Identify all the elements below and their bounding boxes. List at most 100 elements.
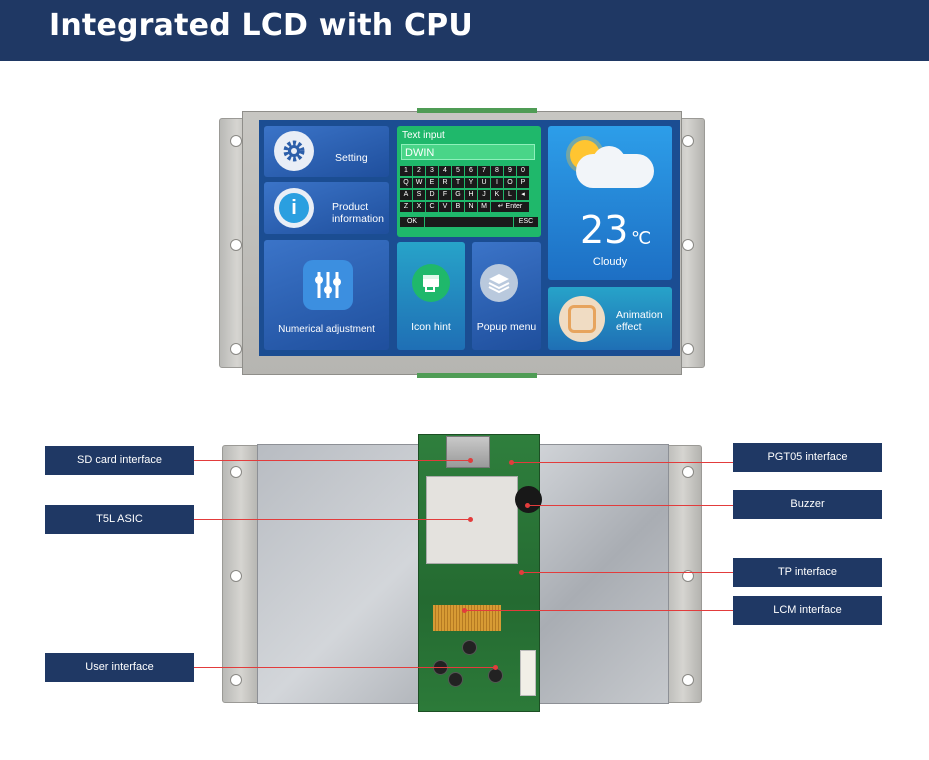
numerical-adjustment-tile[interactable]: Numerical adjustment <box>264 240 389 350</box>
key[interactable]: N <box>465 202 477 212</box>
key[interactable]: J <box>478 190 490 200</box>
callout-buzzer: Buzzer <box>733 490 882 519</box>
animation-label-line2: effect <box>616 321 642 333</box>
key-row-3: A S D F G H J K L ◂ <box>400 190 529 200</box>
esc-key[interactable]: ESC <box>514 217 538 227</box>
mount-hole <box>682 570 694 582</box>
key[interactable]: G <box>452 190 464 200</box>
key[interactable]: C <box>426 202 438 212</box>
mount-hole <box>230 135 242 147</box>
mount-hole <box>230 239 242 251</box>
mount-hole <box>682 674 694 686</box>
key[interactable]: 3 <box>426 166 438 176</box>
leader-line-sd <box>194 460 471 461</box>
numerical-label: Numerical adjustment <box>278 324 375 335</box>
key[interactable]: A <box>400 190 412 200</box>
key[interactable]: P <box>517 178 529 188</box>
product-info-tile[interactable]: i Product information <box>264 182 389 234</box>
page-title: Integrated LCD with CPU <box>49 8 473 43</box>
leader-line-pgt05 <box>512 462 733 463</box>
touch-icon <box>559 296 605 342</box>
leader-line-buzzer <box>528 505 733 506</box>
buzzer-component <box>515 486 542 513</box>
key[interactable]: Q <box>400 178 412 188</box>
product-label-line1: Product <box>332 201 369 213</box>
key[interactable]: X <box>413 202 425 212</box>
callout-tp-interface: TP interface <box>733 558 882 587</box>
key[interactable]: B <box>452 202 464 212</box>
gear-icon <box>274 131 314 171</box>
setting-tile[interactable]: Setting <box>264 126 389 177</box>
weather-condition: Cloudy <box>592 256 628 268</box>
animation-effect-tile[interactable]: Animation effect <box>548 287 672 350</box>
leader-dot <box>493 665 498 670</box>
icon-hint-tile[interactable]: Icon hint <box>397 242 465 350</box>
key[interactable]: F <box>439 190 451 200</box>
callout-user-interface: User interface <box>45 653 194 682</box>
temperature-unit: ℃ <box>631 228 652 248</box>
space-key[interactable] <box>425 217 513 227</box>
backspace-key[interactable]: ◂ <box>517 190 529 200</box>
key[interactable]: I <box>491 178 503 188</box>
key[interactable]: E <box>426 178 438 188</box>
capacitor <box>448 672 463 687</box>
lcm-connector <box>433 605 501 631</box>
key[interactable]: 8 <box>491 166 503 176</box>
key[interactable]: 6 <box>465 166 477 176</box>
key[interactable]: K <box>491 190 503 200</box>
temperature-value: 23 <box>580 208 629 252</box>
capacitor <box>488 668 503 683</box>
key[interactable]: D <box>426 190 438 200</box>
key[interactable]: U <box>478 178 490 188</box>
capacitor <box>462 640 477 655</box>
slider-icon <box>303 260 353 310</box>
key-row-5: OK ESC <box>400 217 538 227</box>
key[interactable]: 1 <box>400 166 412 176</box>
text-input-field[interactable]: DWIN <box>401 144 535 160</box>
window-icon <box>412 264 450 302</box>
lcd-screen: Setting i Product information Numerical … <box>259 120 680 356</box>
key[interactable]: O <box>504 178 516 188</box>
key[interactable]: Y <box>465 178 477 188</box>
leader-dot <box>468 458 473 463</box>
layers-icon <box>480 264 518 302</box>
key[interactable]: W <box>413 178 425 188</box>
enter-key[interactable]: ↵ Enter <box>491 202 529 212</box>
key[interactable]: 2 <box>413 166 425 176</box>
key[interactable]: 5 <box>452 166 464 176</box>
key[interactable]: R <box>439 178 451 188</box>
key[interactable]: L <box>504 190 516 200</box>
left-back-bracket <box>222 445 260 703</box>
key[interactable]: M <box>478 202 490 212</box>
bottom-connector <box>417 373 537 378</box>
leader-line-t5l <box>194 519 471 520</box>
mount-hole <box>230 466 242 478</box>
key-row-2: Q W E R T Y U I O P <box>400 178 529 188</box>
key[interactable]: T <box>452 178 464 188</box>
popup-menu-tile[interactable]: Popup menu <box>472 242 541 350</box>
key[interactable]: V <box>439 202 451 212</box>
icon-hint-label: Icon hint <box>411 321 451 333</box>
key[interactable]: 0 <box>517 166 529 176</box>
keyboard-title: Text input <box>402 130 445 141</box>
right-back-bracket <box>664 445 702 703</box>
cloud-icon-puff <box>592 146 626 180</box>
key[interactable]: H <box>465 190 477 200</box>
key[interactable]: 4 <box>439 166 451 176</box>
key[interactable]: Z <box>400 202 412 212</box>
key[interactable]: 7 <box>478 166 490 176</box>
info-icon: i <box>274 188 314 228</box>
ok-key[interactable]: OK <box>400 217 424 227</box>
key[interactable]: S <box>413 190 425 200</box>
leader-line-user <box>194 667 496 668</box>
leader-dot <box>462 608 467 613</box>
sd-card-slot <box>446 436 490 468</box>
callout-pgt05: PGT05 interface <box>733 443 882 472</box>
weather-tile: 23 ℃ Cloudy <box>548 126 672 280</box>
mount-hole <box>230 570 242 582</box>
mount-hole <box>682 343 694 355</box>
mount-hole <box>682 135 694 147</box>
leader-dot <box>525 503 530 508</box>
key[interactable]: 9 <box>504 166 516 176</box>
text-input-keyboard[interactable]: Text input DWIN 1 2 3 4 5 6 7 8 9 0 Q W … <box>397 126 541 237</box>
